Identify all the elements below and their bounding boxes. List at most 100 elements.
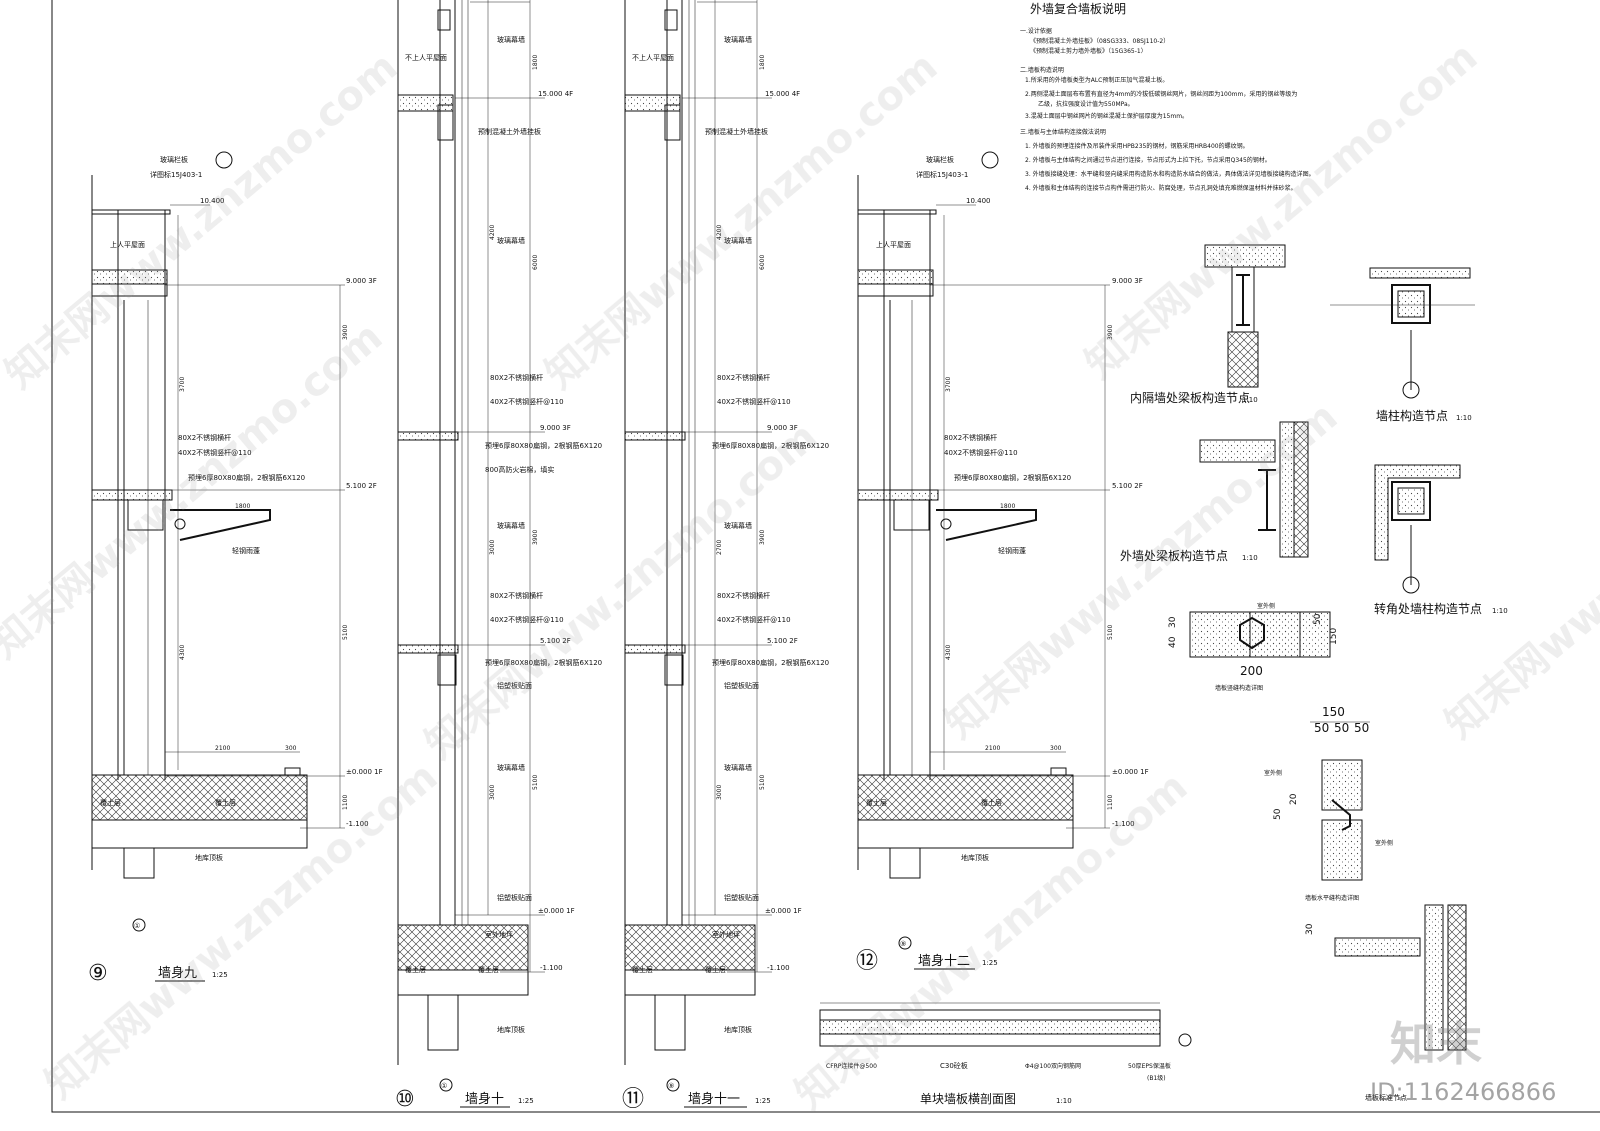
- section-title: 墙身十: [465, 1091, 504, 1107]
- dim-2700: 2700: [716, 540, 723, 555]
- outdoor-side: 室外侧: [1264, 769, 1282, 777]
- panel-label: 铝塑板贴面: [497, 681, 532, 690]
- dim-40: 40: [1168, 636, 1178, 648]
- dim-50b: 50: [1334, 721, 1349, 735]
- detail-title: 墙柱构造节点: [1376, 408, 1448, 423]
- level-5100: 5.100 2F: [767, 637, 798, 645]
- note-line-3: 二.墙板构造说明: [1020, 66, 1064, 74]
- dim-5100: 5100: [532, 775, 539, 790]
- dim-150: 150: [1329, 628, 1339, 645]
- dim-3000: 3000: [489, 540, 496, 555]
- fill-label: 覆土层: [405, 965, 426, 974]
- level-minus: -1.100: [767, 964, 790, 972]
- fill-label-2: 覆土层: [478, 965, 499, 974]
- railing-note: 玻璃栏板: [926, 155, 954, 164]
- fill-label-2: 覆土层: [981, 798, 1002, 807]
- fill-label-2: 覆土层: [215, 798, 236, 807]
- detail-title: 转角处墙柱构造节点: [1374, 601, 1482, 616]
- bar-h-label: 80X2不锈钢横杆: [490, 373, 543, 382]
- watermark-2: 知末网www.znzmo.com: [537, 44, 946, 398]
- slab-label: 地库顶板: [195, 853, 223, 862]
- c30-label: C30砼板: [940, 1061, 968, 1070]
- glass-label-4: 玻璃幕墙: [724, 763, 752, 772]
- section-scale: 1:25: [518, 1097, 534, 1105]
- note-line-7: 3.混凝土面层中钢丝网片的钢丝混凝土保护层厚度为15mm。: [1025, 112, 1188, 120]
- roof-label: 不上人平屋面: [632, 53, 674, 62]
- section-scale: 1:25: [982, 959, 998, 967]
- detail-horizontal-joint: 150 50 50 50 室外侧 室外侧 50 20 墙板水平缝构造详图: [1264, 705, 1393, 902]
- bar-h-label-2: 80X2不锈钢横杆: [490, 591, 543, 600]
- bar-v-label: 40X2不锈钢竖杆@110: [944, 448, 1018, 457]
- mesh-label: Φ4@100双向钢筋网: [1025, 1062, 1081, 1070]
- dim-4200: 4200: [716, 225, 723, 240]
- note-line-4: 1.所采用的外墙板类型为ALC预制正压加气混凝土板。: [1025, 76, 1168, 84]
- dim-5100: 5100: [342, 625, 349, 640]
- railing-note: 玻璃栏板: [160, 155, 188, 164]
- dim-4300: 4300: [945, 645, 952, 660]
- level-minus: -1.100: [540, 964, 563, 972]
- cfrp-label: CFRP连接件@500: [826, 1062, 877, 1070]
- note-line-6: 乙级，抗拉强度设计值为550MPa。: [1038, 100, 1134, 108]
- dim-3900: 3900: [532, 530, 539, 545]
- dim-1800: 1800: [235, 503, 250, 510]
- detail-title: 内隔墙处梁板构造节点: [1130, 390, 1250, 405]
- bar-v-label: 40X2不锈钢竖杆@110: [490, 397, 564, 406]
- detail-scale: 1:10: [1492, 607, 1508, 615]
- notes-title: 外墙复合墙板说明: [1030, 1, 1126, 16]
- slab-label: 地库顶板: [961, 853, 989, 862]
- wall-section-9: 9.000 3F 5.100 2F ±0.000 1F -1.100 10.40…: [88, 151, 383, 986]
- dim-3900: 3900: [342, 325, 349, 340]
- glass-label-1: 玻璃幕墙: [497, 35, 525, 44]
- dim-1100: 1100: [1107, 795, 1114, 810]
- dim-30: 30: [1168, 616, 1178, 628]
- watermark-6: 知末网www.znzmo.com: [937, 394, 1346, 748]
- dim-5100: 5100: [1107, 625, 1114, 640]
- slab-label: 地库顶板: [497, 1025, 525, 1034]
- dim-3900: 3900: [759, 530, 766, 545]
- b1-label: (B1级): [1147, 1074, 1166, 1082]
- fill-label: 覆土层: [100, 798, 121, 807]
- dim-3000: 3000: [716, 785, 723, 800]
- watermark-5: 知末网www.znzmo.com: [417, 414, 826, 768]
- level-15000: 15.000 4F: [538, 90, 573, 98]
- level-5100: 5.100 2F: [1112, 482, 1143, 490]
- canopy-label: 轻钢雨蓬: [998, 546, 1026, 555]
- outdoor-label: 室外地坪: [485, 930, 513, 939]
- dim-200: 200: [1240, 664, 1263, 678]
- detail-scale: 1:10: [1242, 396, 1258, 404]
- dim-150: 150: [1322, 705, 1345, 719]
- embed-label: 预埋6厚80X80扁钢，2根钢筋6X120: [485, 441, 602, 450]
- level-10400: 10.400: [966, 197, 991, 205]
- detail-title: 外墙处梁板构造节点: [1120, 548, 1228, 563]
- detail-exterior-beam: 外墙处梁板构造节点 1:10: [1120, 421, 1309, 563]
- dim-3000b: 3000: [489, 785, 496, 800]
- bar-v-label: 40X2不锈钢竖杆@110: [717, 397, 791, 406]
- level-0: ±0.000 1F: [538, 907, 575, 915]
- panel-label-2: 铝塑板贴面: [497, 893, 532, 902]
- fill-label: 覆土层: [866, 798, 887, 807]
- outdoor-side: 室外侧: [1257, 602, 1275, 610]
- precast-label: 预制混凝土外墙挂板: [478, 127, 541, 136]
- slab-label: 地库顶板: [724, 1025, 752, 1034]
- wall-section-11: 15.000 4F 9.000 3F 5.100 2F ±0.000 1F -1…: [622, 0, 829, 1112]
- detail-wall-column: 墙柱构造节点 1:10: [1330, 267, 1475, 423]
- dim-50c: 50: [1354, 721, 1369, 735]
- dim-1100: 1100: [342, 795, 349, 810]
- detail-title: 单块墙板横剖面图: [920, 1092, 1016, 1106]
- dim-50: 50: [1313, 613, 1323, 625]
- detail-panel-cross-section: CFRP连接件@500 C30砼板 Φ4@100双向钢筋网 50厚EPS保温板 …: [819, 1002, 1192, 1106]
- note-line-10: 2. 外墙板与主体结构之间通过节点进行连接，节点形式为上拉下托，节点采用Q345…: [1025, 156, 1271, 164]
- section-scale: 1:25: [755, 1097, 771, 1105]
- dim-3900: 3900: [1107, 325, 1114, 340]
- dim-50a: 50: [1314, 721, 1329, 735]
- glass-label-4: 玻璃幕墙: [497, 763, 525, 772]
- level-9000: 9.000 3F: [1112, 277, 1143, 285]
- bar-h-label: 80X2不锈钢横杆: [717, 373, 770, 382]
- level-9000: 9.000 3F: [540, 424, 571, 432]
- embed-label: 预埋6厚80X80扁钢，2根钢筋6X120: [954, 473, 1071, 482]
- note-line-1: 《预制混凝土外墙挂板》（08SG333、08SJ110-2）: [1030, 37, 1169, 45]
- level-minus: -1.100: [1112, 820, 1135, 828]
- fill-label-2: 覆土层: [705, 965, 726, 974]
- level-10400: 10.400: [200, 197, 225, 205]
